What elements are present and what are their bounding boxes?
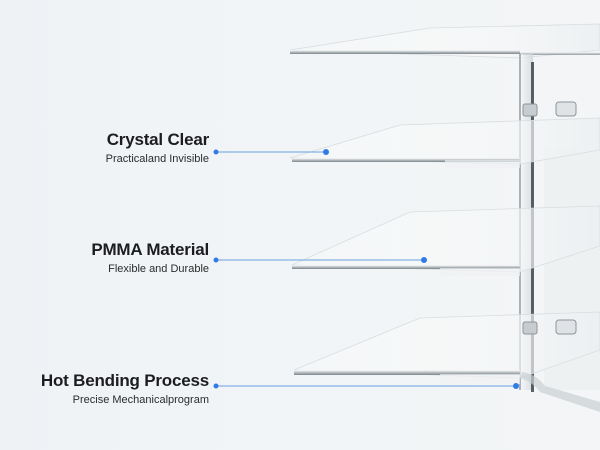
shelf-3: [291, 205, 600, 276]
callout-hot-bending: [213, 383, 519, 389]
screw-connector-upper: [522, 101, 577, 117]
feature-hot-bending-process: Hot Bending Process Precise Mechanicalpr…: [41, 371, 209, 407]
callout-crystal-clear: [213, 149, 329, 155]
feature-subtitle: Flexible and Durable: [108, 263, 209, 275]
shelf-top: [289, 23, 600, 59]
feature-title: Crystal Clear: [106, 130, 209, 149]
callout-pmma-material: [213, 257, 427, 263]
screw-connector-lower: [522, 319, 577, 335]
feature-subtitle: Practicaland Invisible: [105, 153, 209, 165]
feature-title: PMMA Material: [91, 240, 209, 259]
feature-pmma-material: PMMA Material Flexible and Durable: [91, 240, 209, 276]
feature-crystal-clear: Crystal Clear Practicaland Invisible: [105, 130, 210, 166]
shelf-2: [289, 117, 600, 168]
feature-subtitle: Precise Mechanicalprogram: [72, 394, 209, 406]
shelf-bottom: [293, 311, 600, 412]
feature-title: Hot Bending Process: [40, 371, 209, 390]
